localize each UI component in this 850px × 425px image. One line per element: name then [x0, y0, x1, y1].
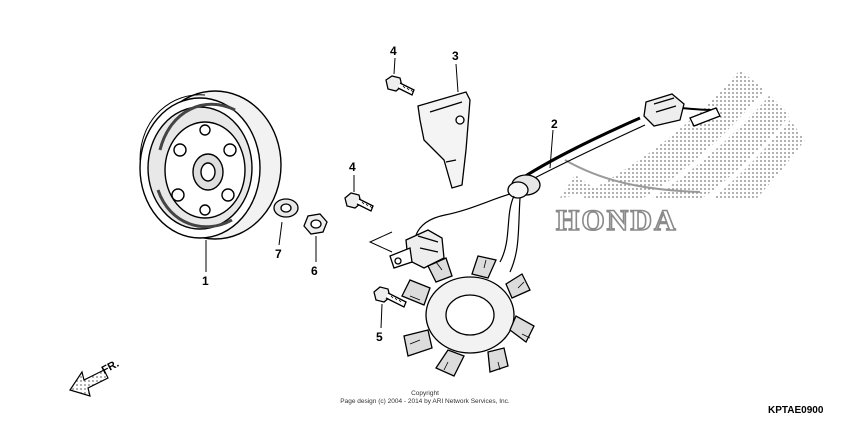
honda-watermark-text: HONDA	[556, 204, 678, 237]
leader-7	[278, 221, 283, 246]
callout-3: 3	[452, 49, 459, 63]
bolt-middle	[344, 192, 374, 212]
callout-2: 2	[551, 117, 558, 131]
leader-5	[380, 303, 383, 329]
stator-assembly	[368, 93, 721, 377]
copyright-notice: Page design (c) 2004 - 2014 by ARI Netwo…	[340, 398, 510, 405]
copyright-title: Copyright	[411, 390, 439, 397]
washer	[273, 198, 299, 218]
wire-clamp-bracket	[417, 91, 471, 189]
callout-5: 5	[376, 330, 383, 344]
nut	[303, 213, 328, 235]
callout-1: 1	[202, 274, 209, 288]
callout-4-upper: 4	[390, 44, 397, 58]
honda-wing-logo: HONDA	[555, 70, 805, 238]
callout-7: 7	[275, 247, 282, 261]
bolt-lower	[373, 286, 407, 308]
bolt-upper	[385, 75, 415, 96]
flywheel-rotor	[139, 90, 282, 240]
leader-2	[549, 129, 554, 169]
callout-6: 6	[311, 264, 318, 278]
callout-4-middle: 4	[349, 160, 356, 174]
front-label: FR.	[100, 358, 121, 377]
leader-3	[455, 63, 459, 93]
diagram-code: KPTAE0900	[768, 405, 824, 416]
front-direction-arrow: FR.	[69, 358, 121, 397]
leader-4-upper	[393, 57, 396, 75]
